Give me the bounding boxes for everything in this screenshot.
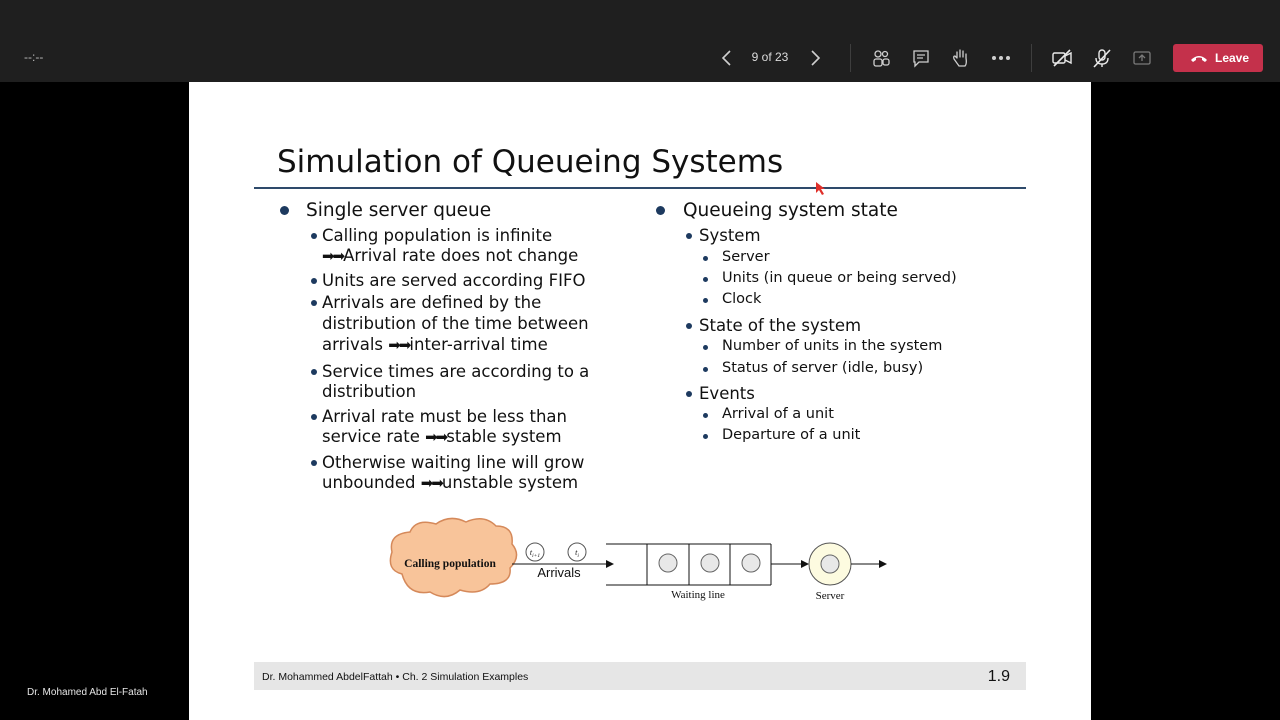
slide-footer: Dr. Mohammed AbdelFattah • Ch. 2 Simulat… — [254, 662, 1026, 690]
bullet — [311, 300, 317, 306]
list-item: Server — [722, 249, 770, 265]
list-item-continuation: unbounded ➡➡unstable system — [322, 473, 579, 492]
meeting-toolbar: --:-- 9 of 23 — [0, 0, 1280, 82]
bullet — [280, 206, 289, 215]
list-item-continuation: distribution of the time between — [322, 314, 589, 333]
slide-page-indicator: 9 of 23 — [751, 50, 789, 64]
list-item-continuation: service rate ➡➡stable system — [322, 427, 562, 446]
more-actions-button[interactable] — [990, 47, 1012, 69]
leave-button[interactable]: Leave — [1173, 44, 1263, 72]
share-screen-icon — [1133, 51, 1151, 65]
participants-button[interactable] — [870, 47, 892, 69]
arrow-head — [879, 560, 887, 568]
served-unit — [820, 554, 840, 574]
mute-button[interactable] — [1091, 47, 1113, 69]
cloud-label: Calling population — [404, 558, 496, 570]
list-item: Number of units in the system — [722, 338, 943, 354]
toolbar-divider — [1031, 44, 1032, 72]
bullet — [311, 233, 317, 239]
bullet — [311, 460, 317, 466]
chevron-left-icon — [721, 50, 731, 66]
more-icon — [992, 56, 1010, 60]
list-item: Departure of a unit — [722, 427, 861, 443]
server-label: Server — [816, 590, 845, 602]
right-heading: Queueing system state — [683, 200, 898, 221]
share-screen-button[interactable] — [1131, 47, 1153, 69]
camera-off-button[interactable] — [1051, 47, 1073, 69]
calling-population-cloud: Calling population — [389, 517, 518, 598]
list-item: Service times are according to a — [322, 362, 590, 381]
list-item: Status of server (idle, busy) — [722, 360, 924, 376]
list-item-continuation: ➡➡Arrival rate does not change — [322, 246, 579, 265]
arrow-head — [606, 560, 614, 568]
arrival-token-label: ti+1 — [530, 548, 540, 559]
left-heading: Single server queue — [306, 200, 492, 221]
double-arrow-icon: ➡➡ — [425, 428, 448, 446]
list-item: Arrival rate must be less than — [322, 407, 567, 426]
list-item: Calling population is infinite — [322, 226, 553, 245]
bullet — [703, 345, 708, 350]
arrival-token — [525, 542, 545, 562]
double-arrow-icon: ➡➡ — [388, 336, 411, 354]
chat-icon — [913, 50, 929, 68]
queued-unit — [741, 553, 761, 573]
hand-icon — [953, 49, 967, 67]
camera-off-icon — [1052, 49, 1072, 67]
next-slide-button[interactable] — [805, 48, 825, 68]
meeting-timer: --:-- — [24, 50, 44, 64]
queued-unit — [700, 553, 720, 573]
people-icon — [873, 50, 890, 67]
bullet — [311, 414, 317, 420]
bullet — [703, 277, 708, 282]
presenter-name: Dr. Mohamed Abd El-Fatah — [27, 687, 148, 698]
bullet — [703, 367, 708, 372]
list-item: Units (in queue or being served) — [722, 270, 957, 286]
double-arrow-icon: ➡➡ — [322, 247, 345, 265]
bullet — [703, 298, 708, 303]
list-item-continuation: distribution — [322, 382, 417, 401]
list-item: Clock — [722, 291, 762, 307]
group-label: State of the system — [699, 316, 862, 335]
list-item: Units are served according FIFO — [322, 271, 586, 290]
bullet — [311, 278, 317, 284]
leave-label: Leave — [1215, 51, 1250, 65]
arrow-head — [801, 560, 809, 568]
bullet — [703, 256, 708, 261]
bullet — [686, 233, 692, 239]
slide-number: 1.9 — [987, 668, 1010, 685]
group-label: System — [699, 226, 761, 245]
list-item: Arrival of a unit — [722, 406, 834, 422]
title-divider — [254, 187, 1026, 189]
arrival-token-label: ti — [575, 548, 579, 559]
double-arrow-icon: ➡➡ — [420, 474, 444, 492]
raise-hand-button[interactable] — [950, 47, 972, 69]
shared-slide: Simulation of Queueing Systems Single se… — [189, 82, 1091, 720]
previous-slide-button[interactable] — [717, 48, 737, 68]
microphone-off-icon — [1093, 49, 1111, 68]
toolbar-divider — [850, 44, 851, 72]
footer-text: Dr. Mohammed AbdelFattah • Ch. 2 Simulat… — [262, 671, 529, 683]
slide-title: Simulation of Queueing Systems — [277, 144, 784, 180]
group-label: Events — [699, 384, 755, 403]
bullet — [311, 369, 317, 375]
bullet — [656, 206, 665, 215]
list-item: Otherwise waiting line will grow — [322, 453, 585, 472]
phone-hangup-icon — [1191, 56, 1207, 62]
arrival-token — [567, 542, 587, 562]
list-item-continuation: arrivals ➡➡inter-arrival time — [322, 335, 548, 354]
queued-unit — [658, 553, 678, 573]
queue-diagram: Calling population ti+1 ti Arrivals Wait… — [389, 517, 887, 602]
bullet — [703, 434, 708, 439]
bullet — [686, 391, 692, 397]
list-item: Arrivals are defined by the — [322, 293, 542, 312]
arrivals-label: Arrivals — [537, 565, 581, 580]
chevron-right-icon — [811, 50, 821, 66]
bullet — [686, 323, 692, 329]
waiting-line-label: Waiting line — [671, 589, 725, 601]
cursor-icon — [816, 182, 825, 195]
chat-button[interactable] — [910, 47, 932, 69]
waiting-line-queue — [606, 543, 772, 586]
bullet — [703, 413, 708, 418]
